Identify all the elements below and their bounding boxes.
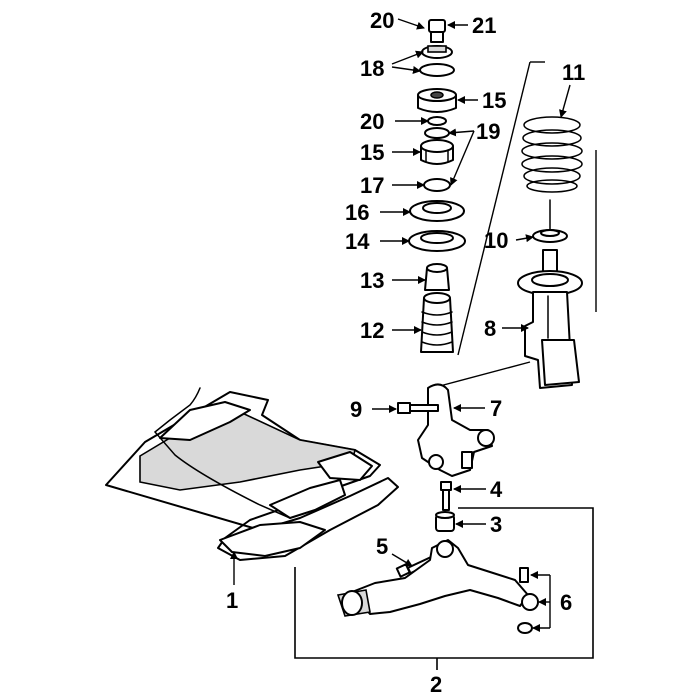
callout-2: 2 xyxy=(430,672,442,697)
part-20-ring xyxy=(427,116,447,126)
part-15-lower-mount xyxy=(420,139,454,165)
part-16-spring-seat xyxy=(409,200,465,222)
part-18-washers xyxy=(419,45,455,77)
callout-1: 1 xyxy=(226,588,238,613)
part-3-bushing xyxy=(435,511,455,532)
part-9-bolt xyxy=(397,402,439,414)
callout-11: 11 xyxy=(562,60,585,85)
callout-6: 6 xyxy=(560,590,572,615)
callout-5: 5 xyxy=(376,534,388,559)
part-14-insulator xyxy=(408,230,466,252)
callout-15-upper: 15 xyxy=(482,88,506,113)
callout-20-lower: 20 xyxy=(360,109,384,134)
callout-16: 16 xyxy=(345,200,369,225)
callout-15-lower: 15 xyxy=(360,140,384,165)
part-17-spacer xyxy=(423,178,451,192)
strut-mount-stack xyxy=(408,19,466,353)
callout-18: 18 xyxy=(360,56,384,81)
callout-labels: 20 21 18 15 20 19 15 17 16 14 13 12 11 1… xyxy=(226,8,585,697)
part-4-bolt xyxy=(440,481,452,511)
part-12-boot xyxy=(420,292,454,353)
callout-12: 12 xyxy=(360,318,384,343)
callout-9: 9 xyxy=(350,397,362,422)
leader-arrows xyxy=(230,18,571,632)
callout-3: 3 xyxy=(490,512,502,537)
part-21-nut xyxy=(428,19,446,43)
callout-4: 4 xyxy=(490,477,503,502)
stabilizer-bar xyxy=(153,387,291,519)
part-15-upper-mount xyxy=(417,88,457,113)
callout-10: 10 xyxy=(484,228,508,253)
callout-13: 13 xyxy=(360,268,384,293)
part-8-strut xyxy=(517,199,583,389)
lower-control-arm xyxy=(336,539,529,617)
callout-20-top: 20 xyxy=(370,8,394,33)
part-13-bumper xyxy=(424,263,450,291)
part-11-coil-spring xyxy=(521,116,583,193)
lower-control-arm-frame xyxy=(294,507,594,670)
callout-17: 17 xyxy=(360,173,384,198)
assembly-guide-lines xyxy=(435,61,597,388)
part-10-spring-seat xyxy=(532,229,568,243)
part-7-knuckle xyxy=(417,383,495,477)
callout-14: 14 xyxy=(345,229,370,254)
part-19-bearing xyxy=(424,127,450,139)
callout-21: 21 xyxy=(472,13,496,38)
callout-8: 8 xyxy=(484,316,496,341)
callout-19: 19 xyxy=(476,119,500,144)
callout-7: 7 xyxy=(490,396,502,421)
part-1-subframe xyxy=(105,391,399,561)
